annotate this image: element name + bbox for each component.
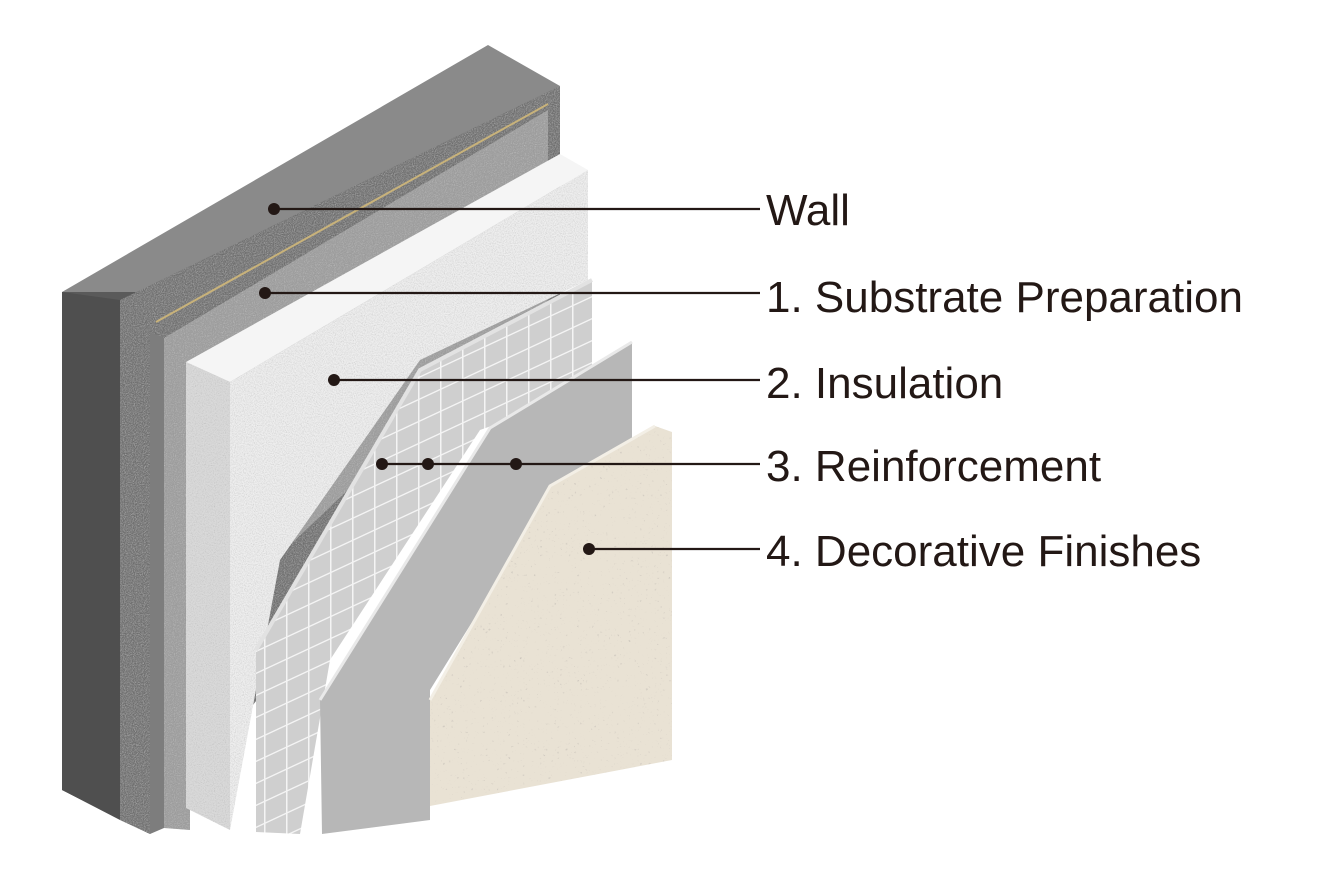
callout-wall: Wall xyxy=(268,186,850,235)
insulation-top xyxy=(186,154,588,382)
callout-substrate: 1. Substrate Preparation xyxy=(259,273,1243,322)
finish-edge xyxy=(428,424,656,701)
callout-reinforcement: 3. Reinforcement xyxy=(376,442,1101,491)
wall-edge-front xyxy=(62,292,120,820)
leader-dot-reinforcement-b xyxy=(422,458,434,470)
label-wall: Wall xyxy=(766,186,850,235)
leader-dot-finishes xyxy=(583,543,595,555)
leader-dot-wall xyxy=(268,203,280,215)
leader-dot-reinforcement-c xyxy=(510,458,522,470)
label-reinforcement: 3. Reinforcement xyxy=(766,442,1101,491)
label-substrate: 1. Substrate Preparation xyxy=(766,273,1243,322)
mesh-edge xyxy=(254,278,593,652)
callout-insulation: 2. Insulation xyxy=(328,359,1003,408)
leader-dot-reinforcement-a xyxy=(376,458,388,470)
basecoat-edge xyxy=(318,340,633,701)
finish-layer xyxy=(428,424,672,806)
label-finishes: 4. Decorative Finishes xyxy=(766,527,1201,576)
label-insulation: 2. Insulation xyxy=(766,359,1003,408)
substrate-seam xyxy=(155,103,549,323)
callout-finishes: 4. Decorative Finishes xyxy=(583,527,1201,576)
substrate-side xyxy=(150,332,164,834)
leader-dot-substrate xyxy=(259,287,271,299)
insulation-face xyxy=(230,170,588,830)
insulation-side xyxy=(186,362,230,830)
leader-dot-insulation xyxy=(328,374,340,386)
insulation-layer xyxy=(186,154,588,830)
wall-top-face xyxy=(62,45,560,332)
finish-panel xyxy=(430,426,672,806)
